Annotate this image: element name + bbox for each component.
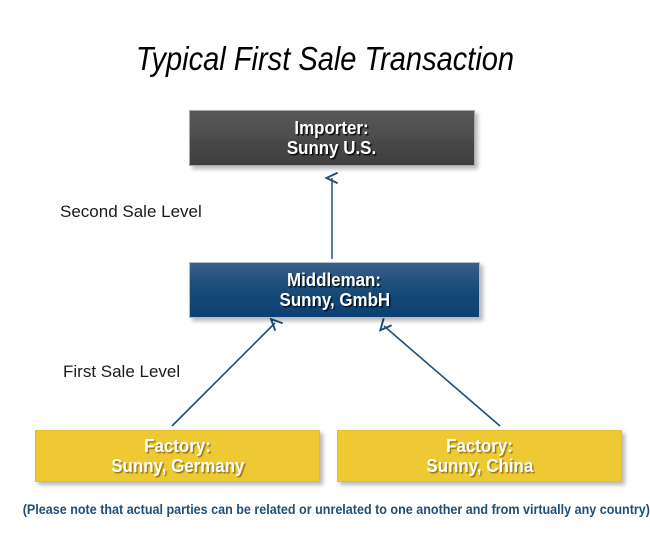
node-middleman-party: Sunny, GmbH (279, 290, 390, 310)
node-middleman-role: Middleman: (287, 269, 382, 290)
footnote-note: (Please note that actual parties can be … (22, 502, 650, 517)
arrow-factory-germany-to-middleman (171, 323, 275, 427)
label-first-sale-level: First Sale Level (63, 362, 181, 381)
node-factory-china-role: Factory: (446, 435, 513, 456)
arrow-factory-china-to-middleman (384, 326, 501, 427)
node-factory-china-party: Sunny, China (426, 456, 533, 476)
node-importer[interactable]: Importer: Sunny U.S. (189, 110, 475, 166)
label-second-sale-level: Second Sale Level (60, 202, 202, 221)
node-factory-germany-party: Sunny, Germany (110, 456, 245, 476)
node-middleman[interactable]: Middleman: Sunny, GmbH (189, 262, 480, 318)
node-factory-germany-role: Factory: (144, 435, 211, 456)
node-importer-party: Sunny U.S. (287, 138, 377, 158)
page-title: Typical First Sale Transaction (135, 40, 515, 77)
node-factory-germany[interactable]: Factory: Sunny, Germany (35, 430, 320, 482)
node-importer-role: Importer: (294, 117, 370, 138)
node-factory-china[interactable]: Factory: Sunny, China (337, 430, 622, 482)
